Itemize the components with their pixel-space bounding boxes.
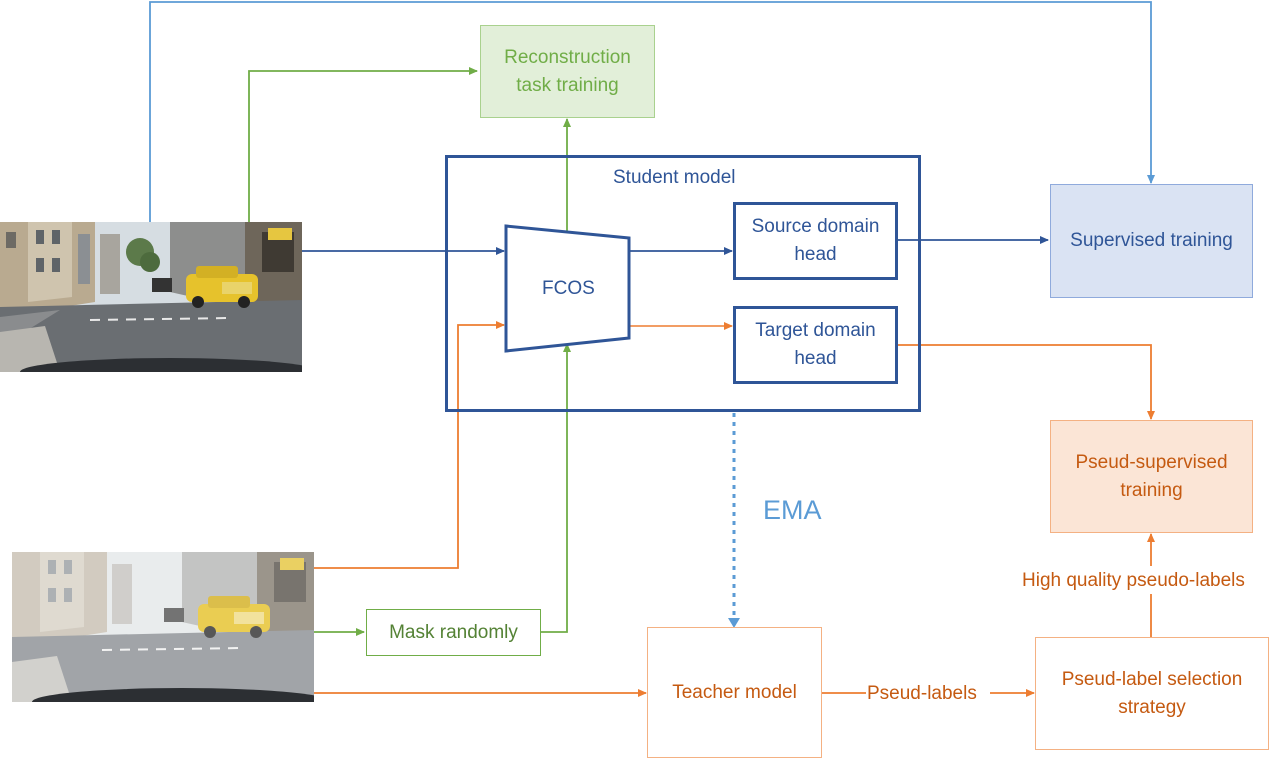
- supervised-training-box: Supervised training: [1050, 184, 1253, 298]
- edge-mask-to-fcos: [541, 343, 571, 633]
- pseudo-labels-label: Pseud-labels: [867, 683, 977, 704]
- student-model-label: Student model: [613, 167, 736, 188]
- source-domain-head-label: Source domain head: [751, 216, 880, 265]
- mask-randomly-box: Mask randomly: [366, 609, 541, 656]
- teacher-model-label: Teacher model: [672, 681, 797, 703]
- fcos-trapezoid: [504, 224, 631, 353]
- reconstruction-task-box: Reconstruction task training: [480, 25, 655, 118]
- source-image: [0, 222, 302, 372]
- pseudo-label-selection-label: Pseud-label selection strategy: [1061, 668, 1243, 718]
- source-domain-head-box: Source domain head: [733, 202, 898, 280]
- pseudo-label-selection-box: Pseud-label selection strategy: [1035, 637, 1269, 750]
- student-model-box: Student model: [445, 155, 921, 412]
- ema-label: EMA: [763, 495, 822, 525]
- high-quality-pseudo-labels-label: High quality pseudo-labels: [1022, 570, 1245, 591]
- edge-target-to-fcos: [314, 321, 505, 569]
- pseudo-supervised-training-label: Pseud-supervised training: [1075, 451, 1228, 501]
- pseudo-supervised-training-box: Pseud-supervised training: [1050, 420, 1253, 533]
- edge-source-to-reconstruction: [248, 67, 478, 222]
- target-domain-head-box: Target domain head: [733, 306, 898, 384]
- mask-randomly-label: Mask randomly: [389, 621, 518, 643]
- supervised-training-label: Supervised training: [1070, 230, 1233, 252]
- teacher-model-box: Teacher model: [647, 627, 822, 758]
- fcos-label: FCOS: [542, 278, 595, 299]
- target-image: [12, 552, 314, 702]
- edge-target-head-to-pseudo-supervised: [897, 344, 1155, 420]
- reconstruction-task-label: Reconstruction task training: [504, 46, 631, 96]
- target-domain-head-label: Target domain head: [755, 320, 876, 369]
- edge-source-to-supervised: [149, 1, 1155, 222]
